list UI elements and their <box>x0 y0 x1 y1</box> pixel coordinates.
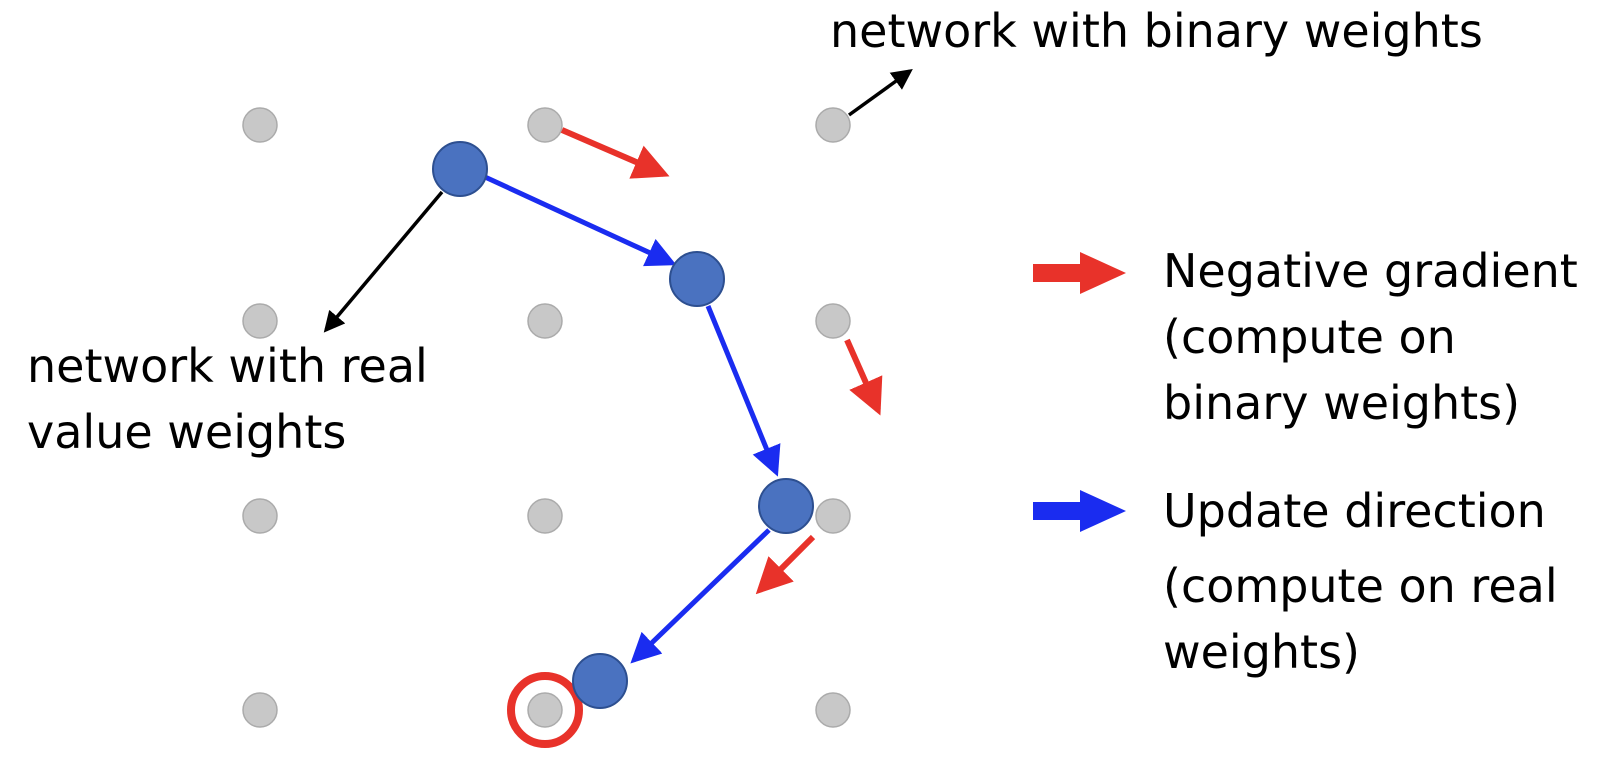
real-node-2 <box>669 251 725 307</box>
negative-gradient-arrow-1 <box>560 127 670 179</box>
legend-negative-gradient: Negative gradient (compute on binary wei… <box>1163 238 1578 436</box>
negative-gradient-arrow-2 <box>844 338 883 416</box>
binary-node-r3-c2 <box>527 498 563 534</box>
real-weights-label-line2: value weights <box>27 405 347 459</box>
binary-node-r2-c3 <box>815 303 851 339</box>
binary-node-r2-c1 <box>242 303 278 339</box>
update-direction-arrow-1 <box>483 174 677 267</box>
update-direction-arrow-3 <box>630 528 771 664</box>
real-node-1 <box>432 141 488 197</box>
legend-negative-gradient-note-1: (compute on <box>1163 310 1456 364</box>
update-direction-arrow-2 <box>705 305 781 477</box>
legend-negative-gradient-note-2: binary weights) <box>1163 376 1521 430</box>
real-node-3 <box>758 478 814 534</box>
real-node-4 <box>572 653 628 709</box>
final-binary-node-highlight-ring <box>507 672 583 748</box>
binary-weights-label: network with binary weights <box>830 4 1483 58</box>
binary-node-r4-c1 <box>242 692 278 728</box>
binary-node-r1-c2 <box>527 107 563 143</box>
legend-update-direction-note-1: (compute on real <box>1163 559 1558 613</box>
legend-arrow-negative-gradient <box>1033 252 1126 294</box>
binary-node-r3-c1 <box>242 498 278 534</box>
legend-arrow-update-direction <box>1033 490 1126 532</box>
binary-node-r4-c3 <box>815 692 851 728</box>
legend-update-direction: Update direction (compute on real weight… <box>1163 478 1558 685</box>
legend-update-direction-title: Update direction <box>1163 484 1546 538</box>
binary-node-r2-c2 <box>527 303 563 339</box>
negative-gradient-arrow-3 <box>755 534 816 595</box>
real-weights-label-line1: network with real <box>27 339 428 393</box>
real-weights-label: network with real value weights <box>27 333 428 465</box>
binary-weight-grid <box>242 107 851 728</box>
binary-node-r1-c1 <box>242 107 278 143</box>
pointer-arrow-real-weights <box>323 190 444 333</box>
legend-update-direction-note-2: weights) <box>1163 625 1361 679</box>
binary-node-r1-c3 <box>815 107 851 143</box>
pointer-arrow-binary-weights <box>847 68 913 117</box>
legend-negative-gradient-title: Negative gradient <box>1163 244 1578 298</box>
binary-node-r3-c3 <box>815 498 851 534</box>
binary-node-r4-c2 <box>527 692 563 728</box>
real-weight-trajectory <box>432 141 814 709</box>
